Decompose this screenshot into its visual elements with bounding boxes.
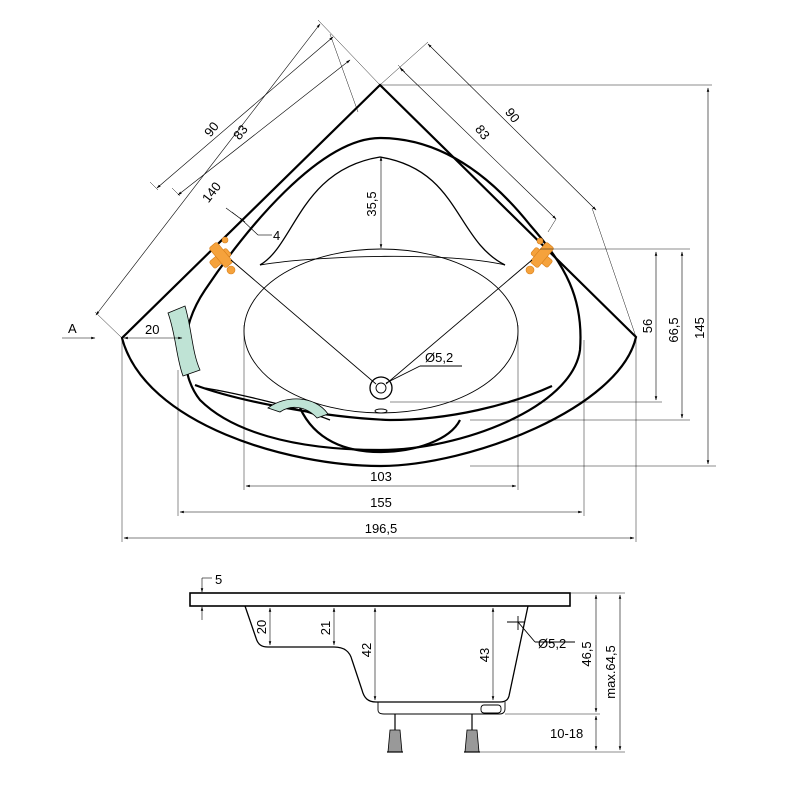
tub-seat-curve bbox=[194, 383, 553, 422]
drain-overflow bbox=[374, 408, 388, 414]
tub-body-profile bbox=[244, 605, 529, 703]
drain-inner bbox=[375, 382, 387, 394]
dim-left-140: 140 bbox=[199, 179, 224, 205]
dim-depth-42: 42 bbox=[359, 643, 374, 657]
base-foot bbox=[480, 704, 502, 714]
fitting-right-icon bbox=[525, 237, 554, 275]
tub-rim-profile bbox=[189, 592, 571, 607]
dim-headrest-35-5: 35,5 bbox=[364, 191, 379, 216]
dim-rim-4: 4 bbox=[273, 228, 280, 243]
dim-right-83: 83 bbox=[472, 122, 493, 143]
side-view: 5 20 21 42 43 Ø5,2 46,5 max.64,5 10-18 bbox=[189, 572, 625, 753]
axis-line-left bbox=[230, 259, 377, 385]
headrest-lower bbox=[259, 255, 506, 266]
foot-well bbox=[299, 407, 461, 454]
dim-height-56: 56 bbox=[640, 319, 655, 333]
top-view: A 90 83 140 4 90 83 35,5 20 Ø5,2 56 66,5… bbox=[62, 19, 716, 542]
dim-left-90: 90 bbox=[201, 119, 222, 140]
dim-height-66-5: 66,5 bbox=[666, 317, 681, 342]
dim-drain-diameter: Ø5,2 bbox=[425, 350, 453, 365]
basin-ellipse bbox=[243, 248, 519, 414]
drain-outer bbox=[369, 376, 393, 400]
dim-width-155: 155 bbox=[370, 495, 392, 510]
dim-depth-21: 21 bbox=[318, 621, 333, 635]
dim-drain-diameter-side: Ø5,2 bbox=[538, 636, 566, 651]
dim-side-20: 20 bbox=[145, 322, 159, 337]
fitting-left-icon bbox=[209, 236, 236, 275]
side-panel-mint bbox=[167, 305, 201, 377]
dim-depth-20: 20 bbox=[254, 620, 269, 634]
tub-outer-contour bbox=[120, 83, 638, 468]
dim-depth-43: 43 bbox=[477, 648, 492, 662]
dim-rim-5: 5 bbox=[215, 572, 222, 587]
dim-right-90: 90 bbox=[502, 105, 523, 126]
dim-width-103: 103 bbox=[370, 469, 392, 484]
dim-max-height: max.64,5 bbox=[603, 645, 618, 698]
dim-width-196-5: 196,5 bbox=[365, 521, 398, 536]
leg-right bbox=[464, 714, 480, 753]
dim-left-83: 83 bbox=[230, 122, 251, 143]
axis-line-right bbox=[385, 259, 533, 385]
foot-panel-mint bbox=[267, 398, 329, 419]
view-label-a: A bbox=[68, 321, 77, 336]
leg-left bbox=[387, 714, 403, 753]
dim-height-46-5: 46,5 bbox=[579, 641, 594, 666]
dim-leg-adjust: 10-18 bbox=[550, 726, 583, 741]
dim-height-145: 145 bbox=[692, 317, 707, 339]
tub-base-plate bbox=[377, 702, 506, 715]
